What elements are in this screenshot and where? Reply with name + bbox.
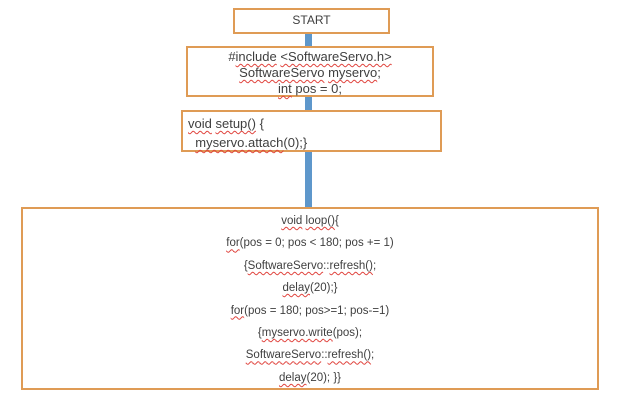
misspelled-token: SoftwareServo — [239, 65, 325, 80]
misspelled-token: delay — [282, 282, 311, 295]
code-token: { — [255, 116, 264, 131]
code-line: {myservo.write(pos); — [23, 322, 597, 344]
code-line: void loop(){ — [23, 210, 597, 232]
code-token: { — [257, 327, 262, 340]
code-token: (20);} — [310, 282, 338, 295]
misspelled-token: refresh() — [327, 349, 372, 362]
code-line: myservo.attach(0);} — [188, 133, 440, 152]
misspelled-token: setup() — [215, 116, 256, 131]
code-token: :: — [321, 349, 328, 362]
misspelled-token: delay — [278, 371, 307, 384]
flowchart-box-loop: void loop(){for(pos = 0; pos < 180; pos … — [21, 207, 599, 390]
flowchart-box-start: START — [233, 8, 390, 34]
code-token: (pos = 180; pos>=1; pos-=1) — [244, 304, 390, 317]
code-token: (pos = 0; pos < 180; pos += 1) — [239, 237, 394, 250]
code-line: void setup() { — [188, 114, 440, 133]
flowchart-box-setup: void setup() { myservo.attach(0);} — [181, 110, 442, 152]
misspelled-token: include — [235, 49, 277, 64]
code-line: SoftwareServo myservo; — [188, 65, 432, 81]
code-line: SoftwareServo::refresh(); — [23, 344, 597, 366]
misspelled-token: for — [226, 237, 240, 250]
code-token: START — [292, 13, 331, 27]
misspelled-token: int — [278, 81, 292, 96]
code-token: pos = 0; — [291, 81, 342, 96]
connector-start-to-globals — [305, 34, 312, 46]
code-token: ; — [372, 259, 377, 272]
misspelled-token: void — [281, 215, 303, 227]
code-line: delay(20); }} — [23, 367, 597, 389]
misspelled-token: <SoftwareServo.h> — [280, 49, 392, 64]
code-line: #include <SoftwareServo.h> — [188, 49, 432, 65]
misspelled-token: SoftwareServo — [245, 349, 322, 362]
code-line: {SoftwareServo::refresh(); — [23, 255, 597, 277]
misspelled-token: void — [188, 116, 212, 131]
misspelled-token: loop() — [305, 215, 335, 227]
code-token: { — [334, 215, 339, 227]
misspelled-token: myservo.write — [261, 327, 333, 340]
code-token: ; — [371, 349, 375, 362]
code-line: for(pos = 180; pos>=1; pos-=1) — [23, 300, 597, 322]
code-line: int pos = 0; — [188, 81, 432, 97]
code-line: for(pos = 0; pos < 180; pos += 1) — [23, 232, 597, 254]
code-line: START — [235, 10, 388, 31]
code-token: # — [228, 49, 236, 64]
code-token: ; — [377, 65, 381, 80]
connector-globals-to-setup — [305, 97, 312, 110]
code-token: (20); }} — [306, 371, 342, 384]
connector-setup-to-loop — [305, 152, 312, 207]
flowchart-box-globals: #include <SoftwareServo.h>SoftwareServo … — [186, 46, 434, 97]
misspelled-token: for — [230, 304, 245, 317]
code-token: (pos); — [332, 327, 363, 340]
code-token: { — [243, 259, 248, 272]
misspelled-token: myservo — [328, 65, 378, 80]
code-token: :: — [323, 259, 330, 272]
misspelled-token: SoftwareServo — [247, 259, 324, 272]
code-line: delay(20);} — [23, 277, 597, 299]
code-token: (0);} — [283, 135, 308, 150]
misspelled-token: refresh() — [329, 259, 373, 272]
misspelled-token: myservo.attach — [195, 135, 284, 150]
